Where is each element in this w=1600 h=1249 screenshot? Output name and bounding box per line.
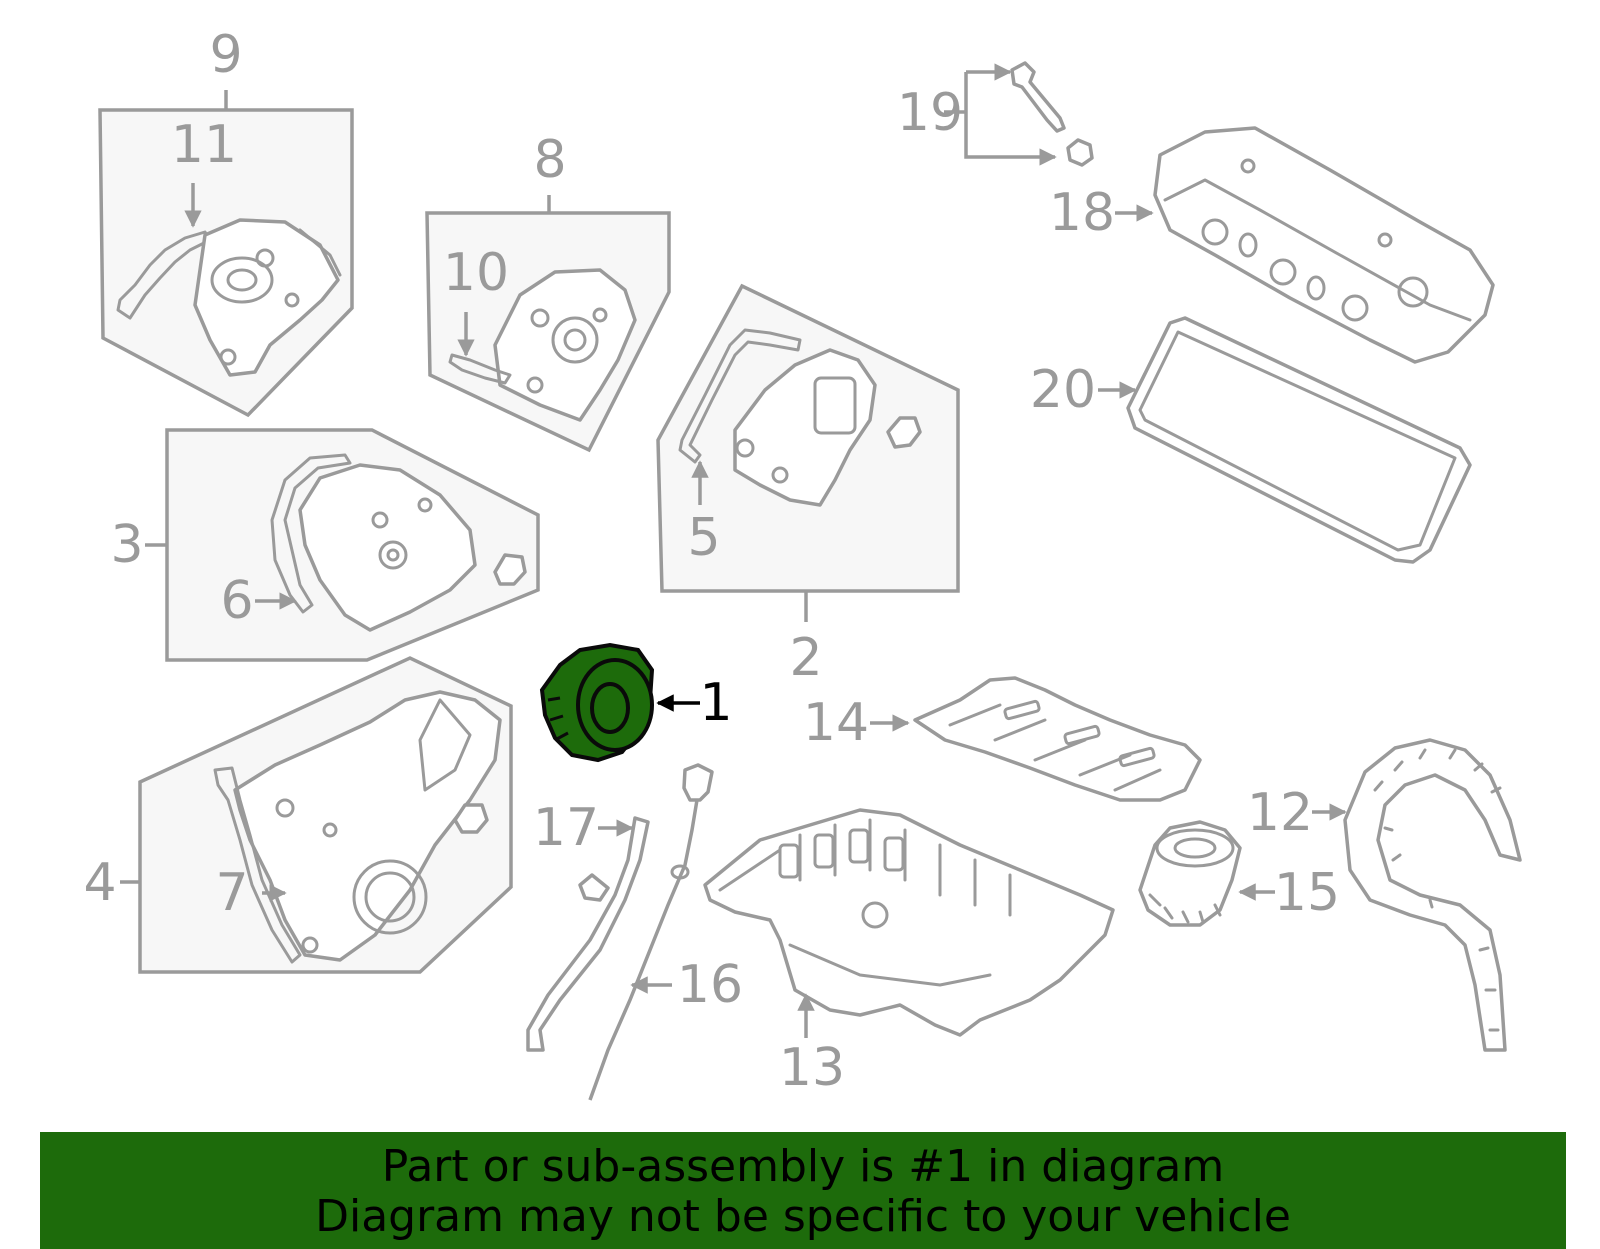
banner-line-1: Part or sub-assembly is #1 in diagram [381,1141,1225,1192]
callout-15[interactable]: 15 [1274,863,1340,923]
callout-2[interactable]: 2 [789,628,822,688]
callout-1[interactable]: 1 [699,673,732,733]
callout-17[interactable]: 17 [533,798,599,858]
part-1-crankshaft-pulley[interactable]: 1 [539,642,733,763]
callout-6[interactable]: 6 [220,571,253,631]
callout-5[interactable]: 5 [687,508,720,568]
cover-nut[interactable] [1066,138,1094,167]
gasket-part-10[interactable] [448,353,512,385]
callout-3[interactable]: 3 [110,515,143,575]
cover-bolt[interactable] [1010,61,1066,133]
part-17-dipstick-tube[interactable]: 17 [526,798,650,1052]
oil-baffle-plate[interactable] [913,676,1202,802]
callout-4[interactable]: 4 [83,853,116,913]
info-banner: Part or sub-assembly is #1 in diagram Di… [40,1132,1566,1249]
part-13-oil-pan[interactable]: 13 [703,808,1115,1098]
dipstick-tube[interactable] [526,816,650,1052]
timing-belt[interactable] [1343,738,1522,1052]
part-20-valve-cover-gasket[interactable]: 20 [1030,316,1472,564]
callout-19[interactable]: 19 [897,83,963,143]
banner-line-2: Diagram may not be specific to your vehi… [315,1191,1291,1242]
part-15-oil-filter[interactable]: 15 [1138,820,1340,927]
callout-13[interactable]: 13 [779,1038,845,1098]
part-12-timing-belt[interactable]: 12 [1247,738,1522,1052]
part-14-oil-baffle[interactable]: 14 [803,676,1202,802]
callout-12[interactable]: 12 [1247,783,1313,843]
valve-cover-gasket[interactable] [1126,316,1472,564]
gasket-part-7[interactable] [213,766,302,964]
callout-16[interactable]: 16 [677,955,743,1015]
group-3-lower-cover[interactable]: 3 6 [110,428,540,662]
grommet-part-4[interactable] [453,803,489,834]
group-8-middle-cover[interactable]: 8 10 [425,130,671,453]
pulley-hub[interactable] [590,682,630,734]
upper-timing-cover[interactable] [733,348,877,507]
grommet-part-2[interactable] [886,416,922,449]
group-4-front-cover[interactable]: 4 7 [83,656,513,974]
gasket-part-5[interactable] [678,328,802,464]
callout-11[interactable]: 11 [171,115,237,175]
callout-8[interactable]: 8 [533,130,566,190]
gasket-part-11[interactable] [116,230,212,320]
callout-20[interactable]: 20 [1030,360,1096,420]
group-9-rear-cover[interactable]: 9 11 [98,25,354,418]
dipstick-handle[interactable] [682,763,714,802]
callout-9[interactable]: 9 [209,25,242,85]
part-18-valve-cover[interactable]: 18 [1049,126,1495,364]
callout-10[interactable]: 10 [443,243,509,303]
callout-18[interactable]: 18 [1049,183,1115,243]
callout-7[interactable]: 7 [215,863,248,923]
part-19-bolt-and-nut[interactable]: 19 [897,61,1094,167]
callout-14[interactable]: 14 [803,693,869,753]
oil-pan[interactable] [703,808,1115,1037]
grommet-part-3[interactable] [493,553,527,586]
group-2-front-upper-cover[interactable]: 5 2 [656,283,960,688]
part-16-dipstick[interactable]: 16 [588,763,743,1101]
